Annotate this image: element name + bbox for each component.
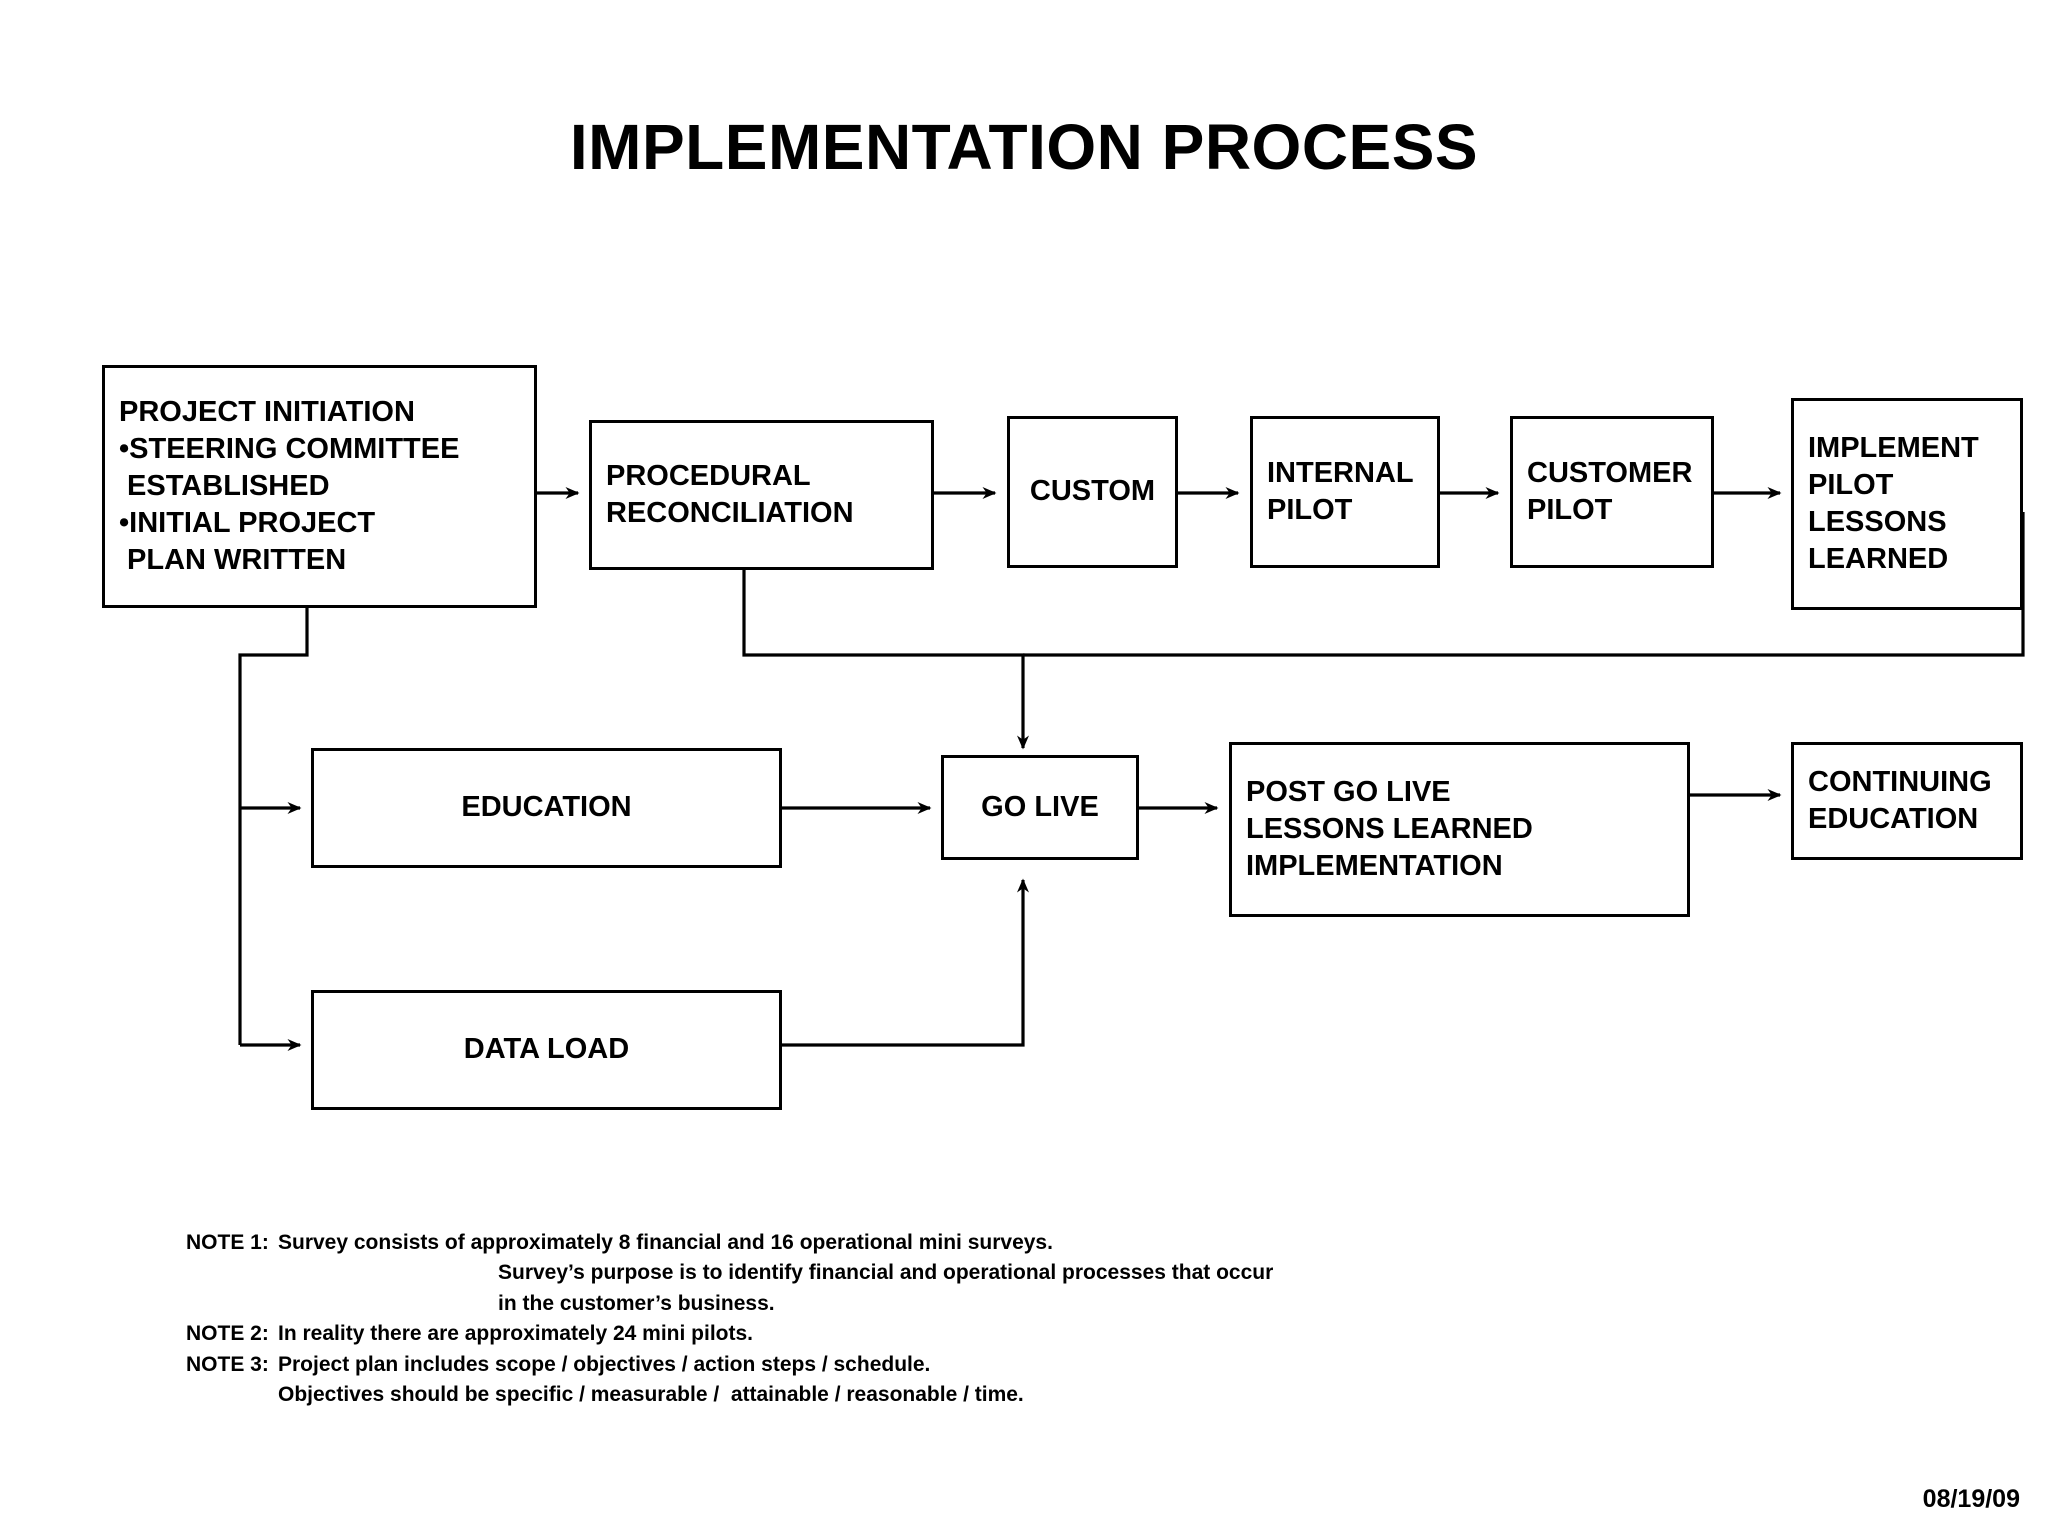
node-line: ESTABLISHED (119, 469, 330, 502)
edge-implement-to-go-live (1023, 512, 2025, 657)
node-custom[interactable]: CUSTOM (1007, 416, 1178, 568)
node-procedural-reconciliation[interactable]: PROCEDURAL RECONCILIATION (589, 420, 934, 570)
node-line: PROJECT INITIATION (119, 395, 415, 428)
node-post-go-live[interactable]: POST GO LIVE LESSONS LEARNED IMPLEMENTAT… (1229, 742, 1690, 917)
note-continuation: in the customer’s business. (498, 1291, 775, 1315)
node-line: EDUCATION (1808, 803, 1979, 835)
note-row: NOTE 2: In reality there are approximate… (186, 1319, 1273, 1349)
note-label: NOTE 2: (186, 1322, 269, 1346)
node-go-live[interactable]: GO LIVE (941, 755, 1139, 860)
note-body: In reality there are approximately 24 mi… (278, 1322, 754, 1346)
notes-block: NOTE 1: Survey consists of approximately… (186, 1228, 1273, 1411)
edge-reconciliation-to-go-live (742, 570, 1029, 750)
node-line: IMPLEMENT (1808, 431, 1979, 464)
node-line: CUSTOM (1029, 475, 1156, 508)
note-label: NOTE 3: (186, 1352, 269, 1376)
note-row: NOTE 3: Project plan includes scope / ob… (186, 1350, 1273, 1380)
node-line: PROCEDURAL (606, 459, 811, 492)
node-continuing-education[interactable]: CONTINUING EDUCATION (1791, 742, 2023, 860)
page-title: IMPLEMENTATION PROCESS (569, 111, 1479, 183)
node-line: LEARNED (1808, 543, 1949, 576)
node-line: PILOT (1808, 468, 1894, 501)
node-line: •INITIAL PROJECT (119, 507, 376, 540)
node-project-initiation[interactable]: PROJECT INITIATION •STEERING COMMITTEE E… (102, 365, 537, 608)
edge-data-load-to-go-live (782, 878, 1029, 1047)
node-education[interactable]: EDUCATION (311, 748, 782, 868)
node-customer-pilot[interactable]: CUSTOMER PILOT (1510, 416, 1714, 568)
note-label: NOTE 1: (186, 1231, 269, 1254)
node-line: CONTINUING (1808, 765, 1992, 798)
node-line: INTERNAL (1267, 456, 1414, 489)
node-line: •STEERING COMMITTEE (119, 432, 460, 465)
node-implement-pilot-lessons-learned[interactable]: IMPLEMENT PILOT LESSONS LEARNED (1791, 398, 2023, 610)
node-line: EDUCATION (461, 791, 632, 824)
node-line: CUSTOMER (1527, 456, 1693, 489)
node-line: DATA LOAD (463, 1033, 630, 1066)
node-line: IMPLEMENTATION (1246, 850, 1503, 883)
node-line: LESSONS LEARNED (1246, 812, 1533, 845)
node-line: PLAN WRITTEN (119, 544, 347, 577)
note-body: Survey consists of approximately 8 finan… (278, 1231, 1053, 1254)
node-line: LESSONS (1808, 506, 1947, 538)
node-line: RECONCILIATION (606, 497, 854, 529)
node-data-load[interactable]: DATA LOAD (311, 990, 782, 1110)
node-internal-pilot[interactable]: INTERNAL PILOT (1250, 416, 1440, 568)
edge-initiation-branch-trunk (238, 608, 309, 1045)
note-row: NOTE 1: Survey consists of approximately… (186, 1228, 1273, 1258)
note-continuation: Survey’s purpose is to identify financia… (498, 1261, 1274, 1285)
note-body: Project plan includes scope / objectives… (278, 1352, 931, 1376)
note-continuation: Objectives should be specific / measurab… (278, 1383, 1024, 1407)
node-line: PILOT (1527, 494, 1613, 526)
node-line: GO LIVE (981, 790, 1099, 823)
date-stamp: 08/19/09 (1922, 1485, 2020, 1513)
node-line: PILOT (1267, 494, 1353, 526)
node-line: POST GO LIVE (1246, 775, 1451, 808)
